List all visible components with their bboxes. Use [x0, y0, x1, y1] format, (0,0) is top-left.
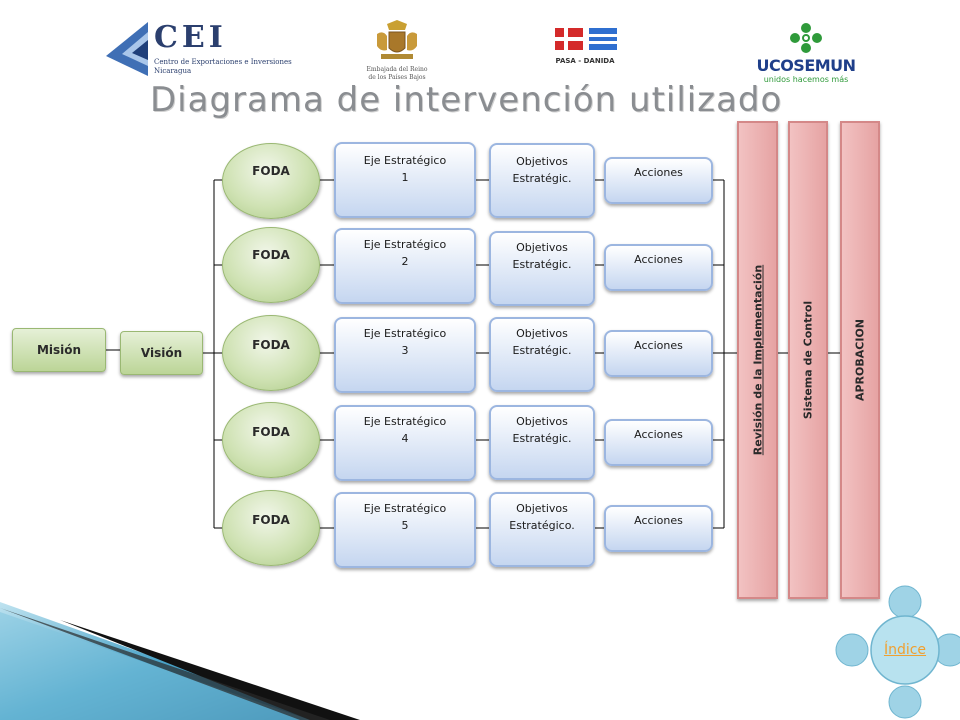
objetivos-line1: Objetivos [516, 327, 568, 340]
cei-logo-line2: Nicaragua [154, 67, 192, 75]
foda-label: FODA [252, 338, 290, 352]
revision-implementacion-bar: Revisión de la Implementación [737, 121, 778, 599]
eje-estrategico-box: Eje Estratégico 3 [334, 317, 476, 393]
ucosemun-name: UCOSEMUN [756, 56, 856, 75]
foda-node: FODA [222, 143, 320, 219]
pasa-danida-text: PASA - DANIDA [555, 57, 615, 65]
pasa-danida-logo: PASA - DANIDA [552, 28, 618, 68]
objetivos-line2: Estratégico. [509, 519, 575, 532]
objetivos-line1: Objetivos [516, 415, 568, 428]
cei-logo-icon [106, 22, 148, 76]
objetivos-line1: Objetivos [516, 155, 568, 168]
objetivos-line2: Estratégic. [512, 258, 572, 271]
foda-node: FODA [222, 227, 320, 303]
acciones-label: Acciones [634, 339, 683, 352]
acciones-box: Acciones [604, 505, 713, 552]
acciones-label: Acciones [634, 253, 683, 266]
acciones-box: Acciones [604, 330, 713, 377]
objetivos-line2: Estratégic. [512, 432, 572, 445]
foda-label: FODA [252, 248, 290, 262]
acciones-box: Acciones [604, 157, 713, 204]
eje-estrategico-box: Eje Estratégico 2 [334, 228, 476, 304]
foda-label: FODA [252, 164, 290, 178]
indice-link[interactable]: Índice [883, 642, 927, 658]
eje-line2: 3 [401, 344, 409, 357]
embassy-logo-line2: de los Países Bajos [368, 74, 426, 81]
foda-label: FODA [252, 513, 290, 527]
revision-implementacion-label: Revisión de la Implementación [751, 264, 764, 456]
mision-box: Misión [12, 328, 106, 372]
cei-logo-line1: Centro de Exportaciones e Inversiones [154, 58, 292, 66]
page-title: Diagrama de intervención utilizado [150, 80, 783, 120]
aprobacion-label: APROBACION [853, 318, 867, 402]
foda-node: FODA [222, 402, 320, 478]
decorative-swoosh [0, 602, 360, 720]
embassy-logo-line1: Embajada del Reino [366, 66, 428, 73]
cei-logo: CEI Centro de Exportaciones e Inversione… [104, 20, 292, 80]
eje-line1: Eje Estratégico [363, 415, 447, 428]
foda-node: FODA [222, 315, 320, 391]
acciones-label: Acciones [634, 428, 683, 441]
ucosemun-emblem-icon [790, 23, 822, 53]
objetivos-line2: Estratégic. [512, 172, 572, 185]
eje-estrategico-box: Eje Estratégico 5 [334, 492, 476, 568]
ucosemun-slogan: unidos hacemos más [763, 75, 849, 84]
coat-of-arms-icon [377, 20, 417, 59]
acciones-label: Acciones [634, 166, 683, 179]
objetivos-line2: Estratégic. [512, 344, 572, 357]
vision-label: Visión [140, 346, 183, 360]
eje-line1: Eje Estratégico [363, 502, 447, 515]
acciones-box: Acciones [604, 419, 713, 466]
eje-estrategico-box: Eje Estratégico 1 [334, 142, 476, 218]
eje-line2: 2 [401, 255, 409, 268]
eje-line1: Eje Estratégico [363, 238, 447, 251]
embassy-logo: Embajada del Reino de los Países Bajos [364, 20, 430, 84]
eje-estrategico-box: Eje Estratégico 4 [334, 405, 476, 481]
ucosemun-logo: UCOSEMUN unidos hacemos más [756, 20, 856, 84]
sistema-control-label: Sistema de Control [801, 300, 815, 420]
aprobacion-bar: APROBACION [840, 121, 880, 599]
foda-label: FODA [252, 425, 290, 439]
eje-line1: Eje Estratégico [363, 327, 447, 340]
eje-line2: 5 [401, 519, 409, 532]
vision-box: Visión [120, 331, 203, 375]
objetivos-line1: Objetivos [516, 241, 568, 254]
acciones-label: Acciones [634, 514, 683, 527]
eje-line1: Eje Estratégico [363, 154, 447, 167]
objetivos-line1: Objetivos [516, 502, 568, 515]
mision-label: Misión [36, 343, 82, 357]
indice-nav-circles [835, 585, 960, 719]
flags-icon [555, 28, 617, 50]
acciones-box: Acciones [604, 244, 713, 291]
sistema-control-bar: Sistema de Control [788, 121, 828, 599]
cei-logo-name: CEI [154, 20, 227, 55]
eje-line2: 1 [401, 171, 409, 184]
eje-line2: 4 [401, 432, 409, 445]
foda-node: FODA [222, 490, 320, 566]
